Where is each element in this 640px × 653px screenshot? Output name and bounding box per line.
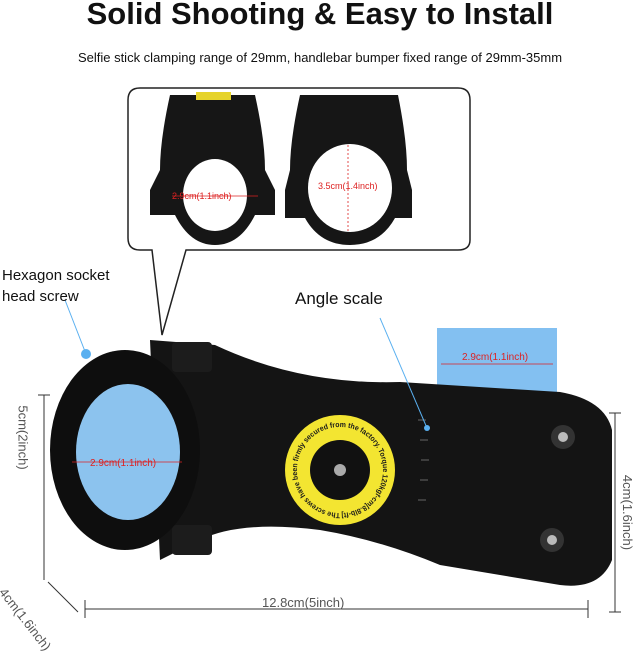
steerer-overlay <box>76 384 180 520</box>
dimension-lines <box>38 394 621 618</box>
height-dim: 5cm(2inch) <box>15 405 31 470</box>
product-illustration: The screws have been firmly secured from… <box>38 87 621 618</box>
inset-left-dim: 2.9cm(1.1inch) <box>172 191 232 201</box>
length-dim: 12.8cm(5inch) <box>262 595 345 610</box>
bar-clamp-dim: 2.9cm(1.1inch) <box>462 352 529 363</box>
angle-scale <box>418 419 429 501</box>
front-height-dim: 4cm(1.6inch) <box>620 474 636 551</box>
inset-right-dim: 3.5cm(1.4inch) <box>318 181 378 191</box>
inset-clamp-large <box>285 95 412 245</box>
angle-scale-callout: Angle scale <box>295 289 383 308</box>
steerer-clamp-dim: 2.9cm(1.1inch) <box>90 458 157 469</box>
hex-screw-line2: head screw <box>2 288 79 305</box>
hex-screw-line1: Hexagon socket <box>2 267 110 284</box>
inset-clamp-small <box>150 92 275 245</box>
page-title: Solid Shooting & Easy to Install <box>86 0 554 31</box>
hex-screw-callout: Hexagon socket head screw <box>2 265 110 307</box>
subtitle: Selfie stick clamping range of 29mm, han… <box>77 50 563 65</box>
